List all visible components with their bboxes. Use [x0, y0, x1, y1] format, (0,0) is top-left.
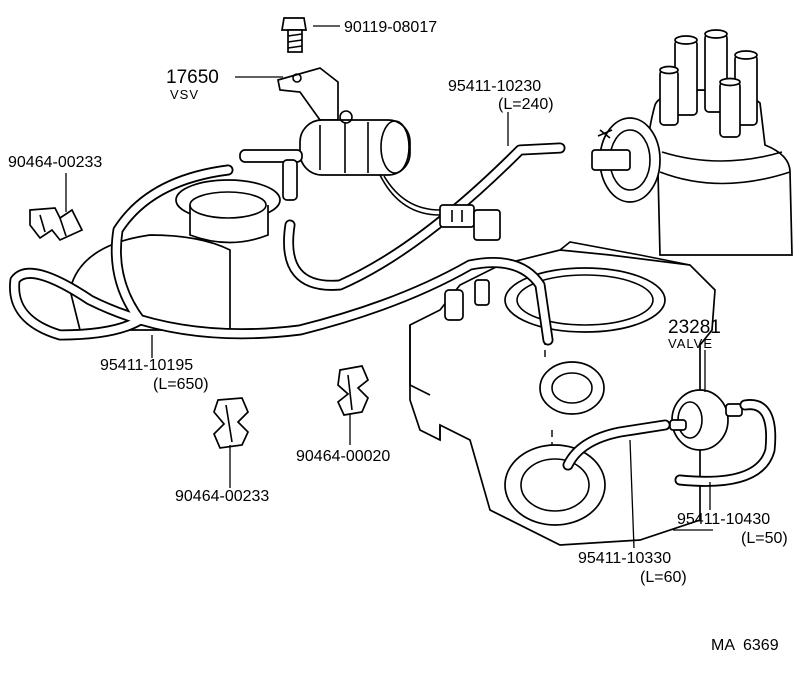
label-hose-60-length: (L=60): [640, 569, 687, 586]
label-hose-650-length: (L=650): [153, 376, 209, 393]
footer-code: MA 6369: [711, 637, 779, 654]
clip-90464-00233-bottom: [212, 397, 250, 449]
label-hose-50-length: (L=50): [741, 530, 788, 547]
label-vsv-name: VSV: [170, 87, 199, 102]
vsv-connector: [379, 174, 501, 241]
label-valve-name: VALVE: [668, 336, 713, 351]
label-clip-bottom-part-no: 90464-00233: [175, 488, 269, 505]
clip-90464-00233-top: [29, 207, 84, 242]
label-hose-240-length: (L=240): [498, 96, 554, 113]
label-bolt-part-no: 90119-08017: [344, 19, 437, 36]
label-clip-top-part-no: 90464-00233: [8, 154, 102, 171]
label-hose-50-part-no: 95411-10430: [677, 511, 770, 528]
label-hose-240-part-no: 95411-10230: [448, 78, 541, 95]
label-clip-center-part-no: 90464-00020: [296, 448, 390, 465]
bolt-90119: [280, 17, 308, 53]
label-valve-part-no: 23281: [668, 317, 721, 338]
hose-95411-10330: [562, 419, 671, 471]
distributor-cap: [591, 29, 793, 256]
hose-95411-10430: [674, 399, 777, 487]
label-vsv-part-no: 17650: [166, 67, 219, 88]
hose-95411-10195: [9, 164, 554, 346]
hose-95411-10230: [283, 142, 566, 291]
throttle-body: [409, 241, 716, 546]
valve-23281: [669, 389, 743, 451]
label-hose-650-part-no: 95411-10195: [100, 357, 193, 374]
vsv-assembly: [239, 67, 411, 201]
leader-lines: [65, 25, 713, 549]
labels: 90119-08017 17650 VSV 95411-10230 (L=240…: [8, 19, 788, 654]
label-hose-60-part-no: 95411-10330: [578, 550, 671, 567]
clip-90464-00020: [336, 365, 370, 416]
